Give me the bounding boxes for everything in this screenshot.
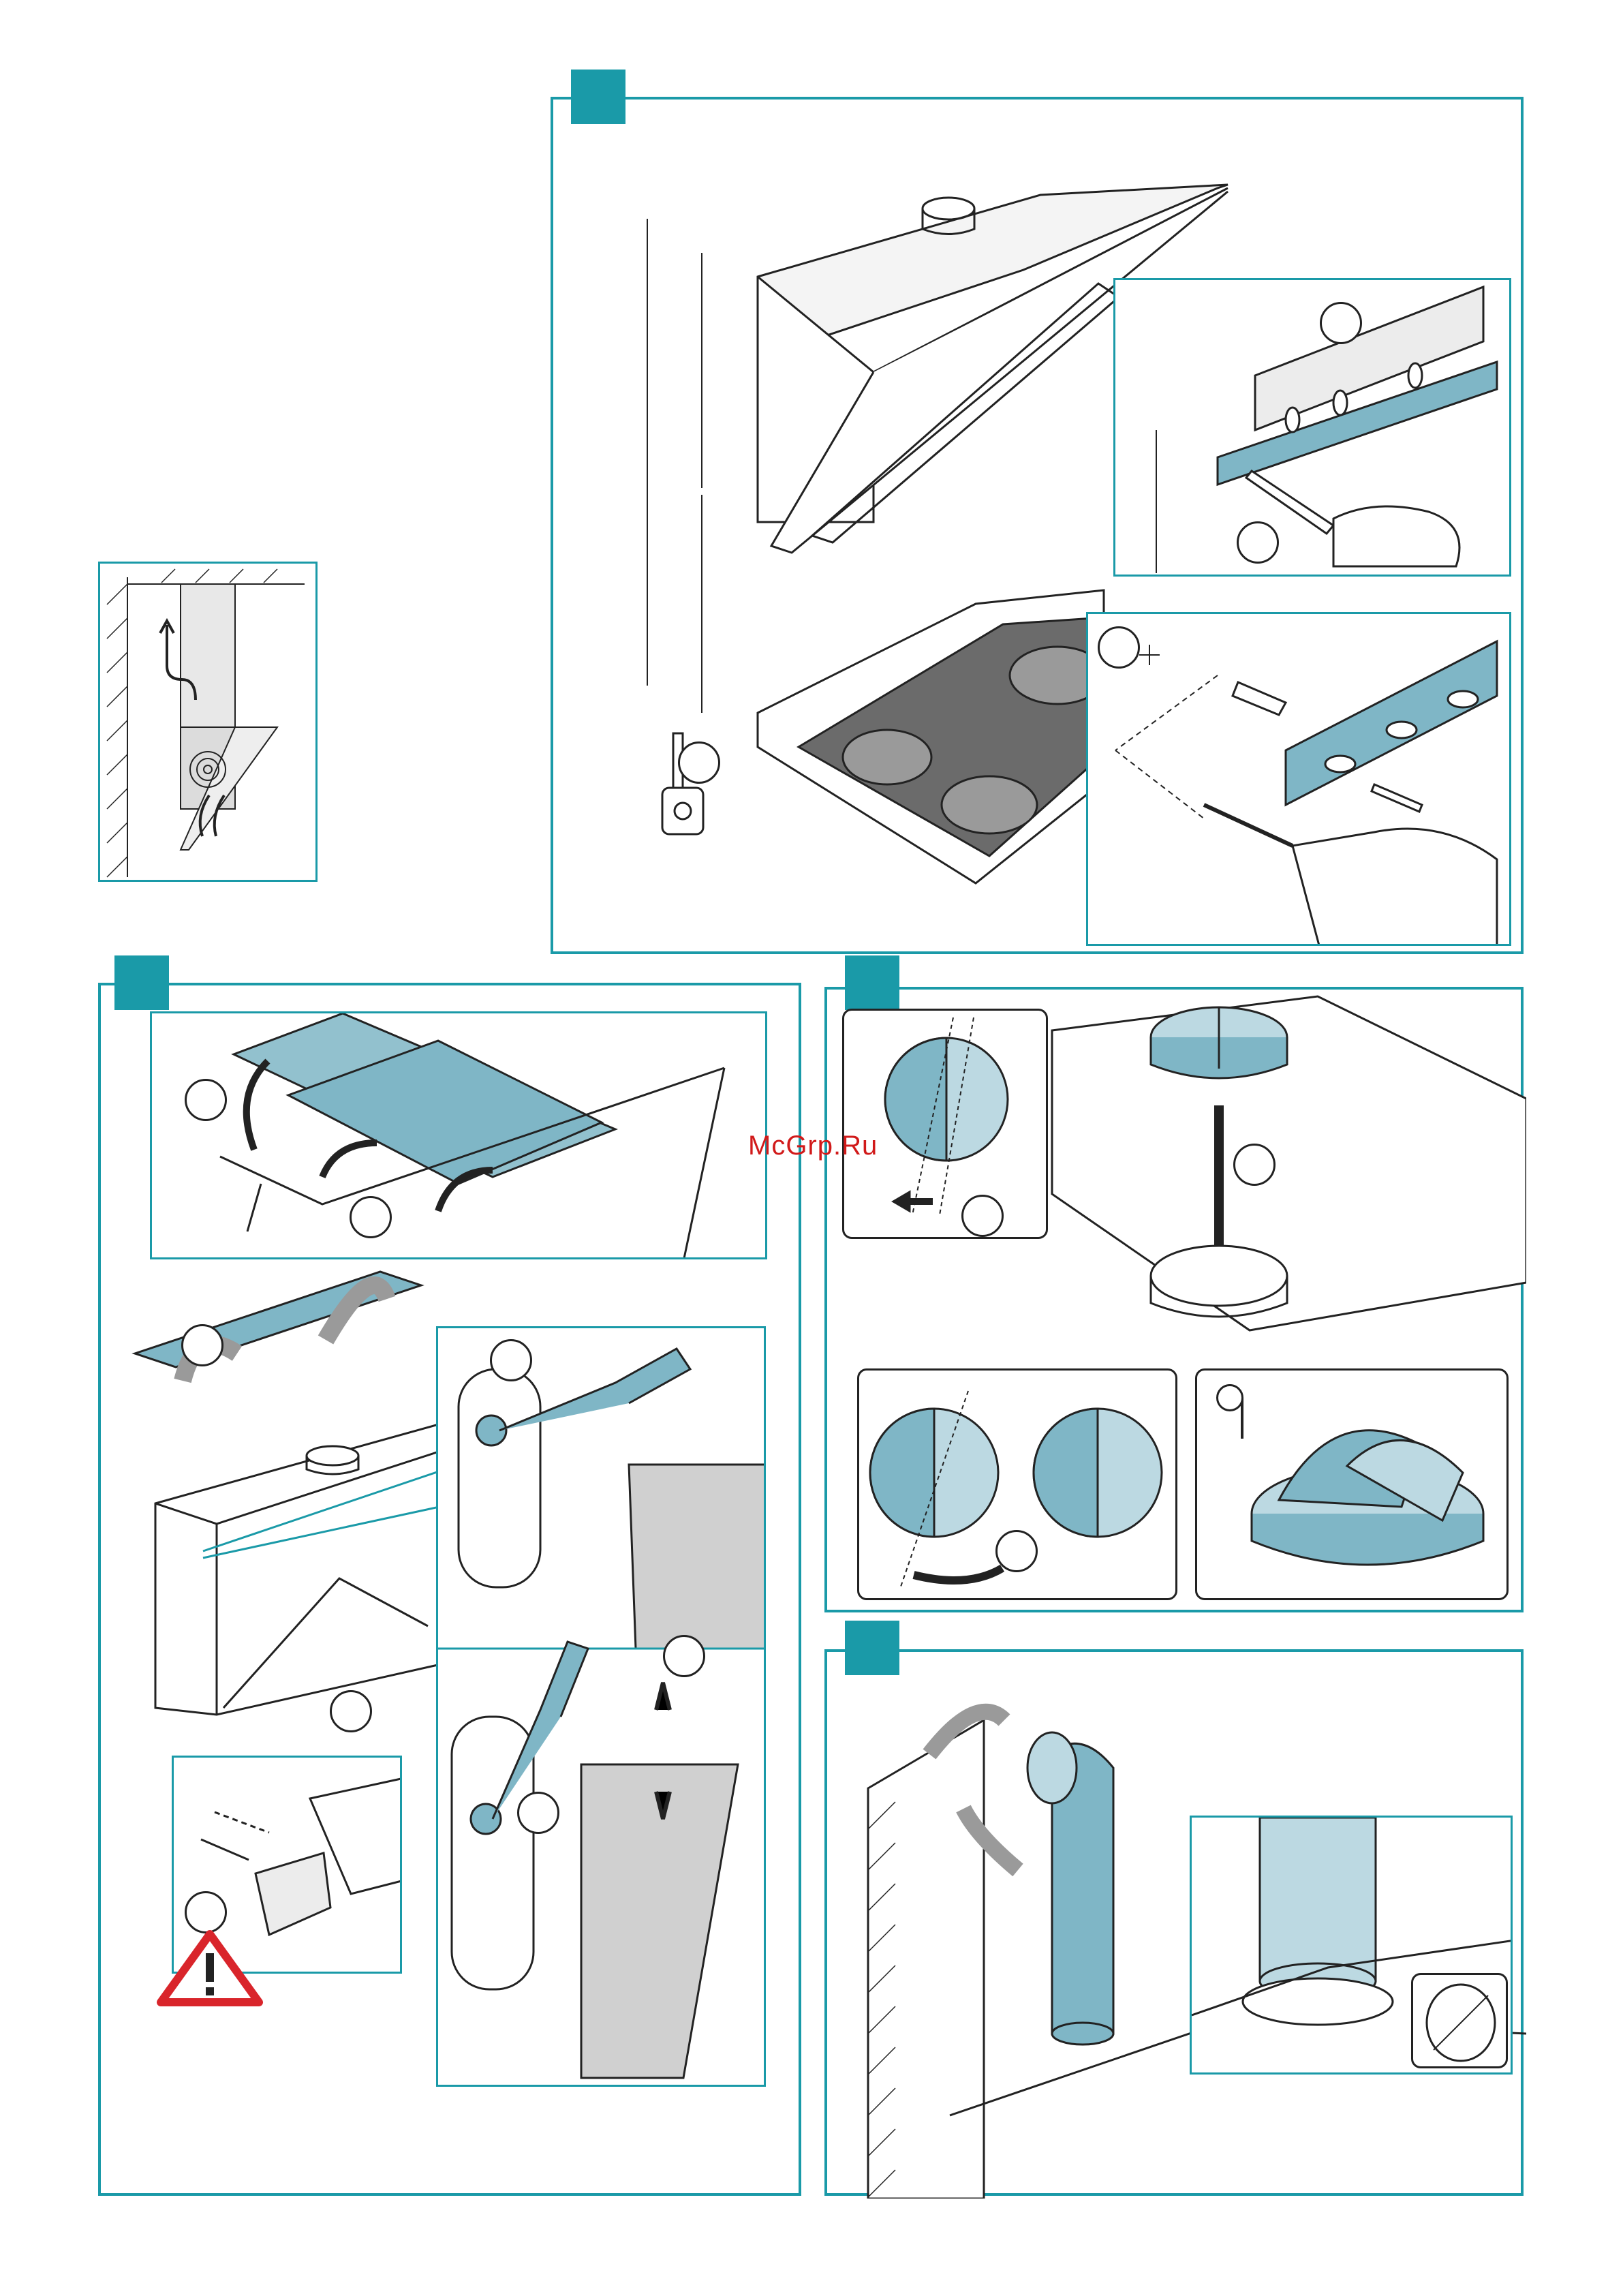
step-connect-exhaust-duct (824, 1649, 1524, 2196)
sub-damper-install (1195, 1368, 1509, 1600)
sub-drill-and-fix-rail (1086, 612, 1511, 946)
step-callout-circle (995, 1530, 1038, 1572)
step-callout-circle (1216, 1384, 1243, 1411)
watermark-text: McGrp.Ru (748, 1131, 878, 1161)
sub-duct-detail (1190, 1816, 1513, 2075)
sub-damper-align (842, 1009, 1048, 1239)
step-callout-circle (961, 1195, 1004, 1237)
warning-triangle-icon (101, 985, 804, 2199)
screw-icon (1372, 784, 1422, 812)
step-callout-circle (678, 741, 720, 784)
step-open-canopy-and-hang-hood (98, 983, 801, 2196)
airflow-diagram (98, 562, 318, 882)
sub-damper-rotate (857, 1368, 1177, 1600)
step-callout-circle (1237, 521, 1279, 564)
sub-mark-drill-points (1113, 278, 1511, 577)
drill-icon (1293, 829, 1497, 946)
sub-duct-diameter (1411, 1973, 1508, 2068)
step-callout-circle (1233, 1144, 1276, 1186)
step-backflow-damper (824, 987, 1524, 1612)
step-measure-and-mount-rail (551, 97, 1524, 954)
wall-plug-icon (1233, 682, 1286, 715)
step-callout-circle (1098, 626, 1140, 669)
step-callout-circle (1320, 302, 1362, 344)
